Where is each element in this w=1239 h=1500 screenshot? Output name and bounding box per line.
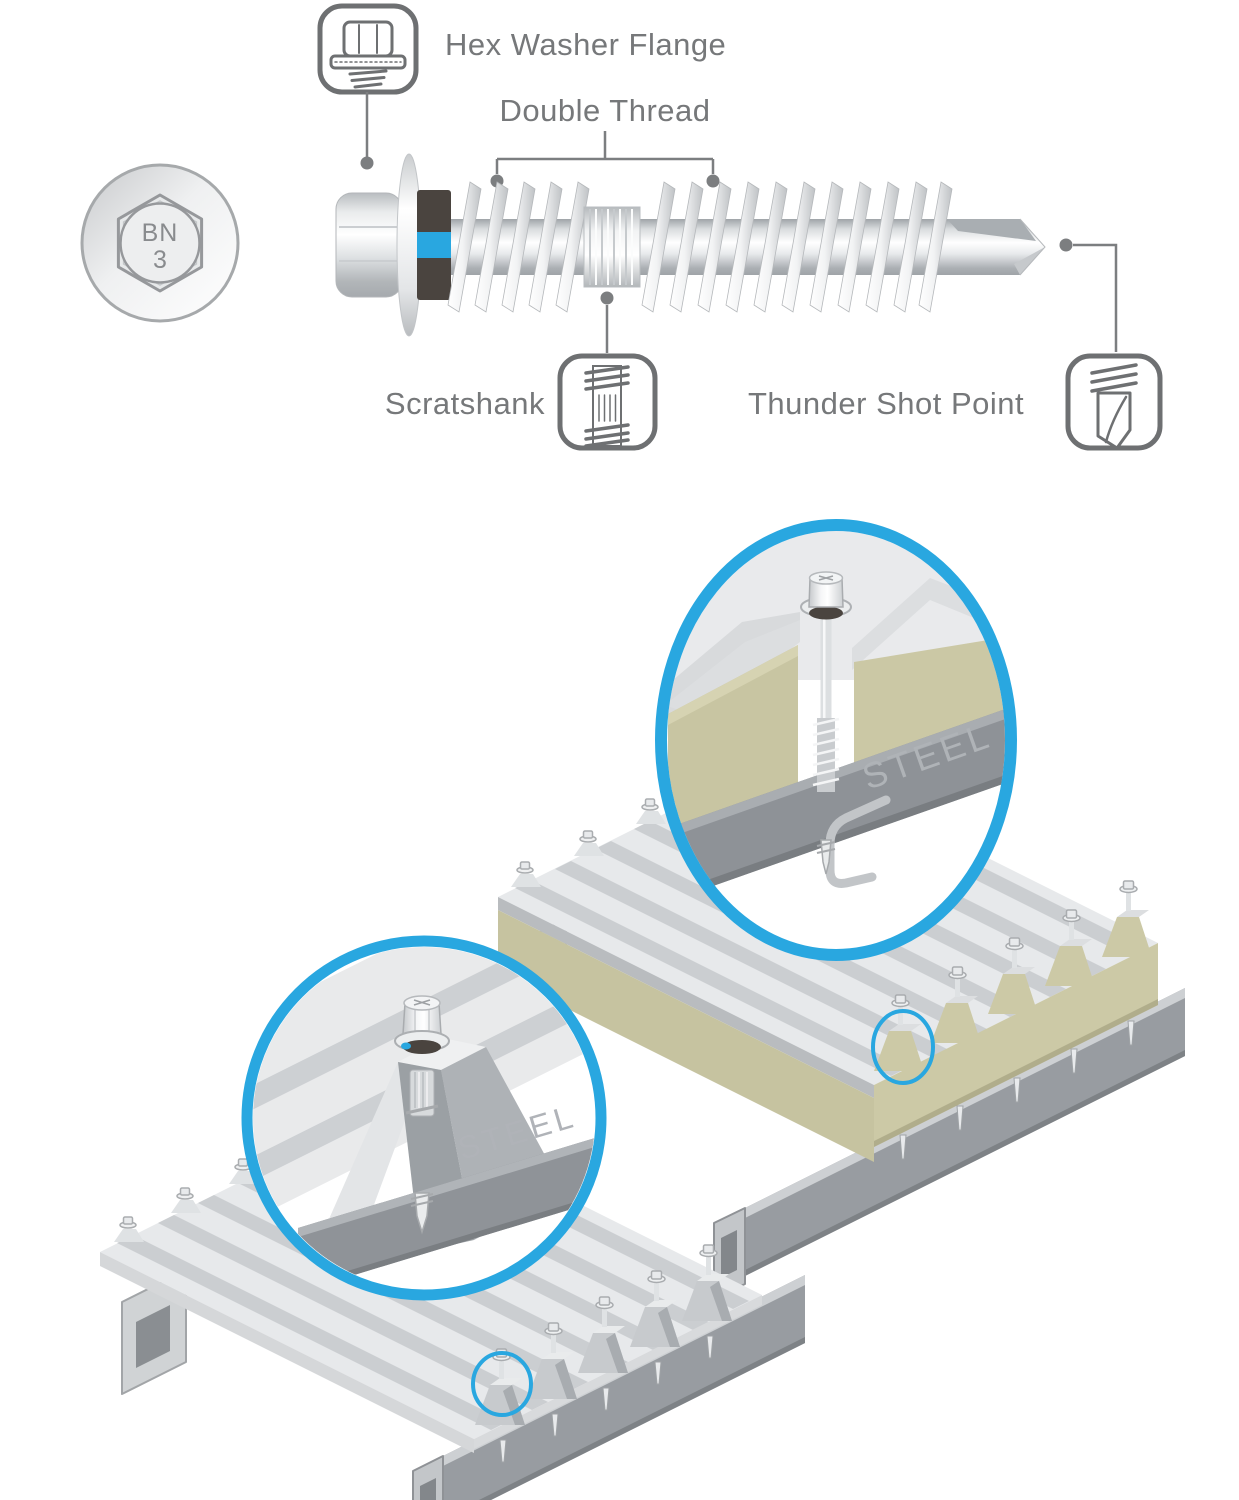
panel-insulation-side [498,910,874,1162]
highlight-ring-small-left [471,1351,533,1417]
callout-screw-right [800,571,852,875]
label-hex-washer-flange: Hex Washer Flange [445,27,727,62]
screw-seal-blue-band [417,232,451,258]
sandwich-panel-callout: STEEL [655,519,1017,961]
screw-drill-point [947,218,1046,276]
deck-edge-ribs [475,1244,732,1425]
screw-hex-head [335,192,403,298]
head-marking-3: 3 [153,246,167,274]
callout-screw-left [394,995,450,1235]
head-marking-bn: BN [142,219,179,247]
screw-thread-zone-rear [641,181,953,313]
callout-ring-right [655,519,1017,961]
panel-edge-ribs [874,880,1152,1071]
hex-washer-flange-icon [317,3,419,95]
callout-ring-left [241,935,607,1301]
leader-lines [360,92,1118,353]
scratshank-icon [557,353,658,451]
screw-head-face-view: BN 3 [80,163,240,323]
screw-scratshank-knurl [583,206,641,288]
screw-thread-zone-front [447,181,590,313]
screw-tips [899,1020,1135,1160]
steel-deck-callout: STEEL [241,935,607,1301]
thunder-shot-point-icon [1065,353,1163,451]
label-scratshank: Scratshank [384,386,545,421]
deck-screw-tips [499,1335,714,1463]
panel-back-edge-screws [511,798,666,887]
highlight-ring-small-right [871,1009,935,1085]
screw-shank [451,219,951,275]
panel-insulation-edge [874,943,1158,1147]
label-thunder-shot-point: Thunder Shot Point [748,386,1025,421]
screw-side-view [335,153,1046,337]
label-double-thread: Double Thread [499,93,711,128]
